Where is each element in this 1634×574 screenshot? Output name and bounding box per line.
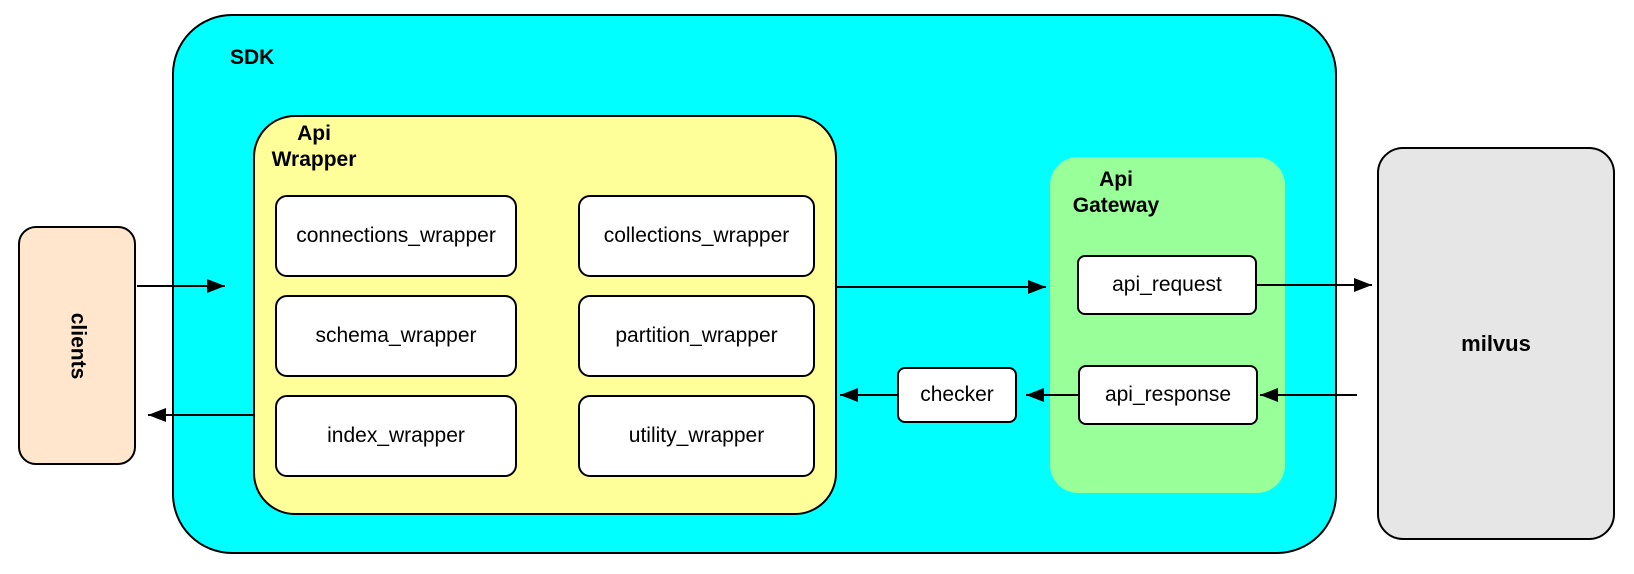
api-request-label: api_request xyxy=(1112,273,1222,296)
collections-wrapper-label: collections_wrapper xyxy=(603,224,790,247)
node-index-wrapper: index_wrapper xyxy=(275,395,517,477)
checker-label: checker xyxy=(920,383,994,406)
node-connections-wrapper: connections_wrapper xyxy=(275,195,517,277)
connections-wrapper-label: connections_wrapper xyxy=(296,224,496,247)
api-wrapper-label-line1: Api xyxy=(297,122,331,145)
api-response-label: api_response xyxy=(1104,383,1232,406)
node-milvus: milvus xyxy=(1377,147,1615,540)
container-sdk: SDK Api Wrapper connections_wrapper coll… xyxy=(172,14,1337,554)
container-api-wrapper: Api Wrapper connections_wrapper collecti… xyxy=(253,115,837,515)
api-gateway-label: Api Gateway xyxy=(1066,167,1166,219)
milvus-label: milvus xyxy=(1461,330,1531,356)
api-gateway-label-line2: Gateway xyxy=(1072,194,1160,217)
api-wrapper-label-line2: Wrapper xyxy=(271,148,357,171)
node-collections-wrapper: collections_wrapper xyxy=(578,195,815,277)
container-api-gateway: Api Gateway api_request api_response xyxy=(1050,157,1285,493)
schema-wrapper-label: schema_wrapper xyxy=(315,324,477,347)
node-schema-wrapper: schema_wrapper xyxy=(275,295,517,377)
api-gateway-label-line1: Api xyxy=(1099,168,1133,191)
node-partition-wrapper: partition_wrapper xyxy=(578,295,815,377)
clients-label: clients xyxy=(66,312,89,379)
node-utility-wrapper: utility_wrapper xyxy=(578,395,815,477)
node-api-request: api_request xyxy=(1077,255,1257,315)
node-checker: checker xyxy=(897,367,1017,423)
index-wrapper-label: index_wrapper xyxy=(327,424,465,447)
partition-wrapper-label: partition_wrapper xyxy=(615,324,778,347)
node-clients: clients xyxy=(18,226,136,465)
api-wrapper-label: Api Wrapper xyxy=(268,121,360,173)
node-api-response: api_response xyxy=(1078,365,1258,425)
utility-wrapper-label: utility_wrapper xyxy=(628,424,765,447)
sdk-label: SDK xyxy=(230,46,275,69)
